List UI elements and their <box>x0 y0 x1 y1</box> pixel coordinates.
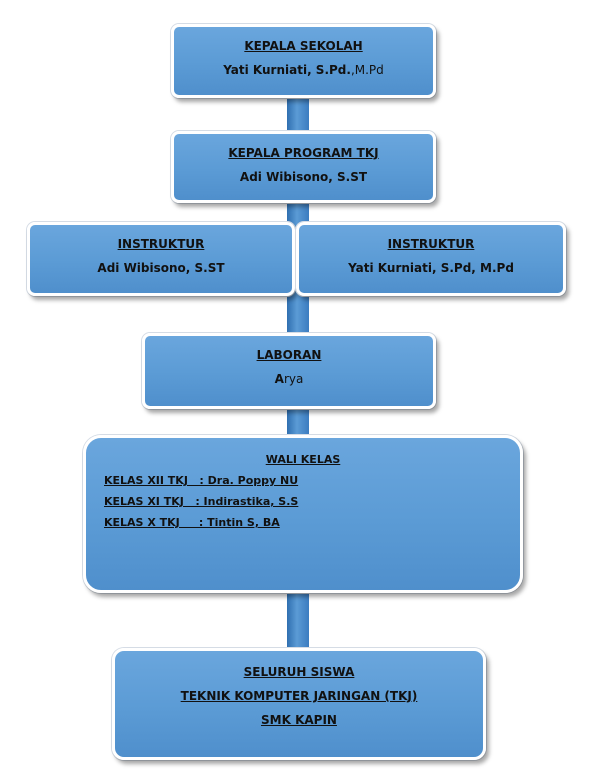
seluruh-siswa-box: SELURUH SISWA TEKNIK KOMPUTER JARINGAN (… <box>112 648 486 760</box>
instruktur-left-title: INSTRUKTUR <box>117 237 205 251</box>
kepala-program-name: Adi Wibisono, S.ST <box>239 170 368 184</box>
wali-kelas-row-xii: KELAS XII TKJ : Dra. Poppy NU <box>104 474 299 487</box>
kepala-sekolah-name-rest: ,M.Pd <box>350 63 384 77</box>
seluruh-siswa-line3: SMK KAPIN <box>261 713 337 727</box>
kepala-program-title: KEPALA PROGRAM TKJ <box>228 146 379 160</box>
laboran-name: Arya <box>145 372 433 386</box>
instruktur-left-name: Adi Wibisono, S.ST <box>97 261 225 275</box>
wali-kelas-list: KELAS XII TKJ : Dra. Poppy NU KELAS XI T… <box>86 474 520 529</box>
seluruh-siswa-line2: TEKNIK KOMPUTER JARINGAN (TKJ) <box>180 689 418 703</box>
kepala-program-box: KEPALA PROGRAM TKJ Adi Wibisono, S.ST <box>171 131 436 203</box>
kepala-sekolah-title: KEPALA SEKOLAH <box>244 39 363 53</box>
wali-kelas-row-xi: KELAS XI TKJ : Indirastika, S.S <box>104 495 299 508</box>
instruktur-right-box: INSTRUKTUR Yati Kurniati, S.Pd, M.Pd <box>296 222 566 296</box>
wali-kelas-box: WALI KELAS KELAS XII TKJ : Dra. Poppy NU… <box>83 435 523 593</box>
laboran-name-bold: A <box>274 372 284 386</box>
kepala-sekolah-name-bold: Yati Kurniati, S.Pd. <box>223 63 351 77</box>
laboran-box: LABORAN Arya <box>142 333 436 409</box>
instruktur-right-title: INSTRUKTUR <box>387 237 475 251</box>
wali-kelas-title: WALI KELAS <box>265 453 341 466</box>
kepala-sekolah-box: KEPALA SEKOLAH Yati Kurniati, S.Pd.,M.Pd <box>171 24 436 98</box>
laboran-name-rest: rya <box>283 372 304 386</box>
kepala-sekolah-name: Yati Kurniati, S.Pd.,M.Pd <box>174 63 433 77</box>
laboran-title: LABORAN <box>256 348 322 362</box>
instruktur-left-box: INSTRUKTUR Adi Wibisono, S.ST <box>27 222 295 296</box>
wali-kelas-row-x: KELAS X TKJ : Tintin S, BA <box>104 516 280 529</box>
instruktur-right-name: Yati Kurniati, S.Pd, M.Pd <box>348 261 514 275</box>
seluruh-siswa-line1: SELURUH SISWA <box>243 665 355 679</box>
